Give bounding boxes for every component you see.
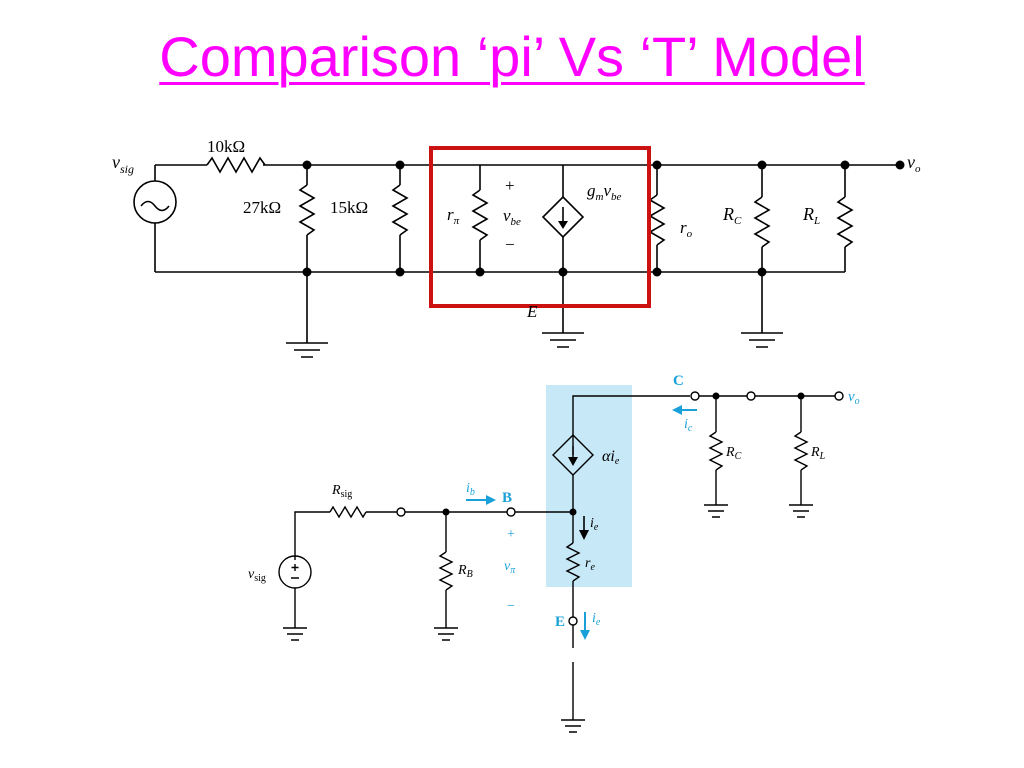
resistor-27k: [298, 184, 316, 236]
t-rc-label: RC: [725, 445, 742, 462]
ib-label: ib: [466, 481, 475, 498]
vbe-plus: +: [505, 176, 515, 195]
ground-icon: [704, 470, 728, 518]
ground-icon: [741, 272, 783, 348]
emitter-label: E: [526, 302, 538, 321]
t-vsig-label: vsig: [248, 567, 266, 584]
r1-label: 27kΩ: [243, 198, 281, 217]
r-series-label: 10kΩ: [207, 137, 245, 156]
t-rb-label: RB: [457, 563, 473, 580]
t-voltage-source-icon: [278, 555, 312, 589]
rc-label: RC: [722, 204, 742, 227]
t-resistor-rc: [708, 431, 724, 471]
resistor-rl: [836, 196, 854, 248]
t-resistor-re: [565, 542, 581, 582]
resistor-15k: [391, 184, 409, 236]
vo-label: vo: [907, 152, 921, 175]
t-vo-label: vo: [848, 389, 860, 407]
pi-nodes: [302, 160, 905, 277]
t-re-label: re: [585, 556, 595, 573]
vbe-minus: −: [505, 235, 515, 254]
ground-icon: [283, 588, 307, 641]
pi-model-circuit: vsig 10kΩ 27kΩ 15kΩ rπ + vbe − gmvbe ro …: [112, 137, 921, 358]
r-pi-label: rπ: [447, 205, 460, 227]
resistor-rc: [753, 196, 771, 248]
ground-icon: [789, 470, 813, 518]
pi-highlight-box: [429, 146, 651, 308]
vsig-label: vsig: [112, 152, 134, 176]
t-rl-label: RL: [810, 445, 826, 462]
vpi-label: vπ: [504, 559, 516, 576]
rl-label: RL: [802, 204, 820, 227]
gm-vbe-label: gmvbe: [587, 181, 622, 203]
ground-icon: [542, 272, 584, 348]
ie-label-bottom: ie: [592, 611, 601, 628]
resistor-r-o: [648, 194, 666, 246]
vbe-label: vbe: [503, 206, 521, 228]
emitter-label-t: E: [555, 614, 565, 630]
r2-label: 15kΩ: [330, 198, 368, 217]
alpha-ie-label: αie: [602, 448, 620, 467]
ground-icon: [286, 272, 328, 358]
vpi-plus: +: [507, 527, 515, 542]
ie-label: ie: [590, 516, 599, 533]
collector-label: C: [673, 373, 684, 389]
ground-icon: [434, 590, 458, 641]
t-resistor-rb: [438, 551, 454, 591]
resistor-10k: [206, 156, 266, 174]
t-model-circuit: C B E ic ib ie ie αie RC RL RB re Rsig v…: [248, 373, 860, 733]
t-resistor-rsig: [329, 505, 367, 519]
voltage-source-icon: [133, 180, 177, 224]
ic-label: ic: [684, 417, 693, 434]
t-resistor-rl: [793, 431, 809, 471]
base-label: B: [502, 490, 512, 506]
ground-icon: [561, 662, 585, 733]
resistor-r-pi: [471, 189, 489, 241]
vpi-minus: −: [507, 599, 515, 614]
slide-title: Comparison ‘pi’ Vs ‘T’ Model: [159, 25, 865, 88]
t-rsig-label: Rsig: [331, 483, 352, 500]
ro-label: ro: [680, 218, 693, 240]
t-highlight-region: [546, 385, 632, 587]
